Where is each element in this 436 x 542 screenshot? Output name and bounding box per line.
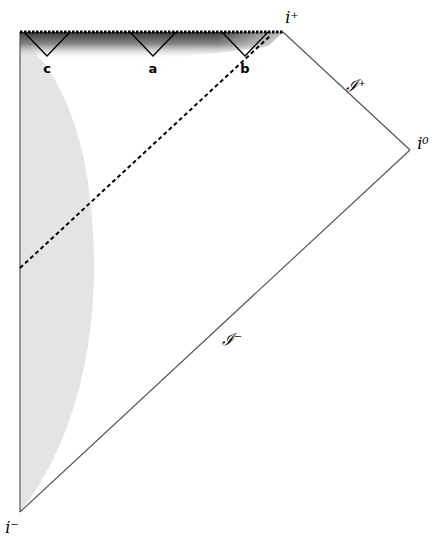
light-cone [130, 32, 176, 56]
shading-fade [20, 32, 283, 60]
future-null-infinity [283, 32, 410, 150]
spatial-infinity: i⁰ [417, 136, 429, 152]
point-label: c [43, 62, 51, 75]
future-timelike-infinity: i⁺ [285, 10, 299, 26]
future-null-infinity-label: ℐ⁺ [346, 78, 366, 94]
origin-line [19, 32, 20, 512]
singularity [20, 30, 283, 33]
past-timelike-infinity: i⁻ [5, 520, 19, 536]
past-null-infinity-label: ℐ⁻ [222, 332, 242, 348]
point-label: a [149, 62, 158, 75]
matter-region [20, 40, 94, 512]
event-horizon [20, 36, 270, 268]
past-null-infinity [20, 150, 410, 512]
point-label: b [240, 62, 249, 75]
light-cone [24, 32, 70, 56]
light-cone [222, 32, 268, 56]
singularity-shading [20, 32, 283, 60]
